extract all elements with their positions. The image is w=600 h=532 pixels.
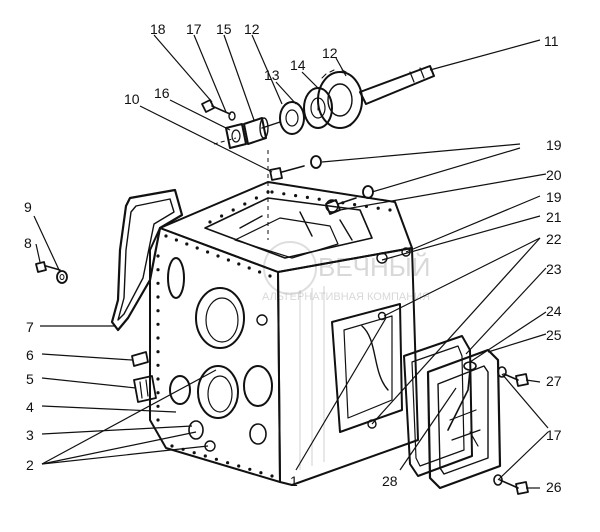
callout-label-6: 6 (26, 347, 34, 363)
flange-hole (156, 309, 160, 313)
flange-hole (156, 404, 160, 408)
flange-hole (192, 451, 196, 455)
drain-plug-part (131, 351, 149, 367)
callout-label-5: 5 (26, 371, 34, 387)
bolt-part-18 (201, 99, 236, 121)
flange-hole (216, 254, 220, 258)
callout-label-19b: 19 (546, 189, 562, 205)
callout-label-12b: 12 (322, 45, 338, 61)
sleeve-part-15 (243, 117, 269, 145)
flange-hole (270, 190, 274, 194)
flange-hole (156, 322, 160, 326)
flange-hole (208, 220, 212, 224)
flange-hole (156, 350, 160, 354)
callout-label-17a: 17 (186, 21, 202, 37)
flange-hole (185, 242, 189, 246)
flange-hole (156, 281, 160, 285)
flange-hole (226, 461, 230, 465)
flange-hole (220, 214, 224, 218)
flange-hole (243, 202, 247, 206)
callout-label-4: 4 (26, 399, 34, 415)
flange-hole (214, 457, 218, 461)
flange-hole (170, 444, 174, 448)
flange-hole (156, 363, 160, 367)
flange-hole (156, 254, 160, 258)
shaft-assembly (261, 65, 435, 135)
flange-hole (237, 464, 241, 468)
callout-label-16: 16 (154, 85, 170, 101)
flange-hole (248, 467, 252, 471)
cover-gasket (403, 335, 473, 477)
nut-part-16 (225, 123, 247, 149)
flange-hole (156, 336, 160, 340)
flange-hole (305, 195, 309, 199)
callout-label-17b: 17 (546, 427, 562, 443)
flange-hole (156, 295, 160, 299)
leader-lines (33, 34, 549, 489)
callout-label-18: 18 (150, 21, 166, 37)
breather-part (133, 375, 157, 403)
callout-label-3: 3 (26, 427, 34, 443)
callout-label-19a: 19 (546, 137, 562, 153)
callout-label-28: 28 (382, 473, 398, 489)
washer-part-19b (362, 185, 374, 199)
flange-hole (156, 418, 160, 422)
flange-hole (388, 208, 392, 212)
callout-label-9: 9 (24, 199, 32, 215)
callout-label-27: 27 (546, 373, 562, 389)
washer-part-9 (56, 270, 68, 284)
flange-hole (231, 208, 235, 212)
callout-label-12a: 12 (244, 21, 260, 37)
callout-label-14: 14 (290, 57, 306, 73)
callout-label-24: 24 (546, 303, 562, 319)
callout-label-7: 7 (26, 319, 34, 335)
flange-hole (164, 234, 168, 238)
bolt-part-27 (497, 366, 529, 387)
callout-label-10: 10 (124, 91, 140, 107)
flange-hole (294, 194, 298, 198)
gearbox-housing (149, 181, 419, 486)
watermark-line2: АЛЬТЕРНАТИВНАЯ КОМПАНИЯ (262, 291, 430, 303)
housing-gasket (110, 188, 184, 332)
callout-label-1: 1 (290, 473, 298, 489)
callout-label-22: 22 (546, 231, 562, 247)
watermark: ВЕЧНЫЙ АЛЬТЕРНАТИВНАЯ КОМПАНИЯ (262, 241, 431, 303)
flange-hole (174, 238, 178, 242)
flange-hole (237, 262, 241, 266)
flange-hole (247, 266, 251, 270)
flange-hole (353, 203, 357, 207)
flange-hole (156, 377, 160, 381)
callout-label-15: 15 (216, 21, 232, 37)
flange-hole (270, 474, 274, 478)
flange-hole (203, 454, 207, 458)
callout-label-11: 11 (544, 33, 559, 49)
callout-label-25: 25 (546, 327, 562, 343)
flange-hole (259, 471, 263, 475)
bolt-part-26 (493, 474, 529, 495)
flange-hole (268, 274, 272, 278)
flange-hole (317, 197, 321, 201)
flange-hole (206, 250, 210, 254)
bolt-part-10 (269, 165, 305, 181)
callout-label-20: 20 (546, 167, 562, 183)
callout-label-23: 23 (546, 261, 562, 277)
flange-hole (156, 391, 160, 395)
flange-hole (195, 246, 199, 250)
washer-part-19a (310, 155, 322, 169)
callout-label-26: 26 (546, 479, 562, 495)
flange-hole (254, 196, 258, 200)
flange-hole (376, 206, 380, 210)
callout-labels: 1 2 3 4 5 6 7 8 9 10 11 12 12 13 14 15 1… (24, 21, 562, 495)
callout-label-13: 13 (264, 67, 280, 83)
callout-label-21: 21 (546, 209, 562, 225)
callout-label-8: 8 (24, 235, 32, 251)
flange-hole (258, 270, 262, 274)
flange-hole (156, 268, 160, 272)
callout-label-2: 2 (26, 457, 34, 473)
flange-hole (282, 192, 286, 196)
bolt-part-8 (35, 261, 61, 273)
flange-hole (226, 258, 230, 262)
